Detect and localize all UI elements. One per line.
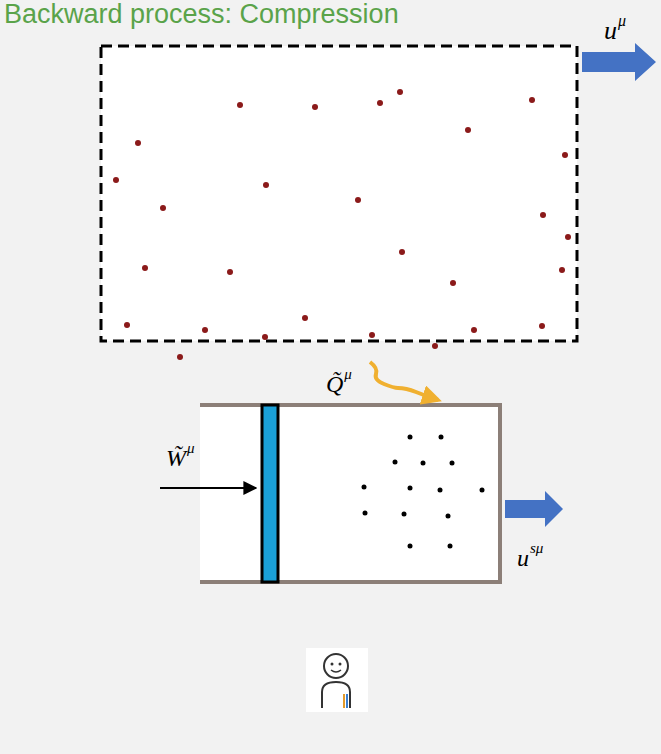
velocity-arrow	[582, 43, 656, 81]
title: Backward process: Compression	[4, 0, 399, 30]
particles	[113, 89, 571, 360]
velocity-arrow	[505, 491, 563, 527]
dashed-region	[101, 46, 577, 341]
piston	[262, 405, 278, 582]
superscript: μ	[618, 13, 626, 29]
symbol-label: u	[517, 546, 529, 570]
observer-icon	[306, 648, 368, 712]
cylinder-wall	[200, 405, 500, 582]
gas-particles	[362, 435, 485, 549]
cylinder-interior	[200, 405, 500, 582]
symbol-label: Q̃	[326, 372, 343, 396]
superscript: μ	[187, 441, 195, 456]
symbol-label: W̃	[166, 446, 186, 470]
superscript: sμ	[530, 541, 543, 556]
work-arrow	[160, 487, 256, 489]
superscript: μ	[344, 367, 352, 382]
symbol-label: u	[604, 18, 617, 44]
heat-arrow	[370, 362, 438, 400]
